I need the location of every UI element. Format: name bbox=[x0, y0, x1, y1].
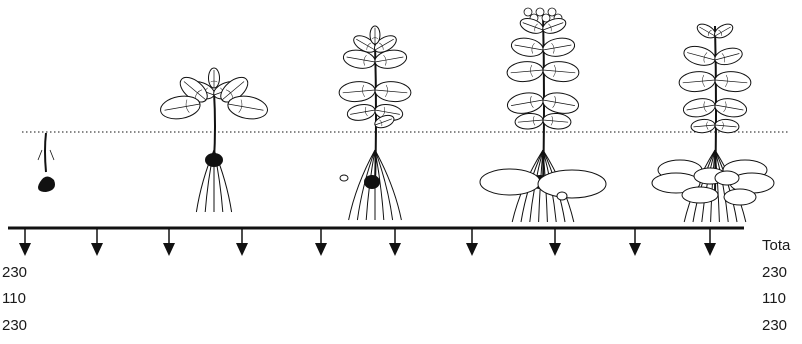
flower bbox=[536, 8, 544, 16]
timeline-arrow bbox=[466, 228, 478, 256]
leaf bbox=[713, 45, 744, 67]
seed-tuber bbox=[38, 176, 55, 192]
leaf bbox=[374, 80, 412, 103]
plant-stage-1 bbox=[38, 133, 55, 192]
leaf bbox=[346, 102, 376, 122]
tuber bbox=[480, 169, 540, 195]
timeline-arrow bbox=[163, 228, 175, 256]
leaf bbox=[514, 112, 543, 130]
timeline-arrow bbox=[389, 228, 401, 256]
leaf bbox=[541, 36, 576, 59]
tuber bbox=[682, 187, 718, 203]
leaf bbox=[541, 90, 580, 116]
leaf bbox=[506, 60, 544, 83]
leaf bbox=[370, 26, 380, 44]
leaf bbox=[518, 16, 545, 37]
leaf bbox=[714, 70, 752, 93]
timeline-arrow bbox=[19, 228, 31, 256]
leaf bbox=[510, 36, 545, 59]
leaf bbox=[682, 96, 717, 119]
timeline-arrow bbox=[549, 228, 561, 256]
mother-tuber bbox=[205, 153, 223, 167]
left-value-2: 110 bbox=[2, 290, 26, 308]
leaf bbox=[209, 68, 220, 88]
leaf bbox=[542, 60, 580, 83]
timeline-arrows bbox=[19, 228, 716, 256]
leaf bbox=[678, 70, 716, 93]
plant-stage-4 bbox=[480, 8, 606, 222]
right-value-2: 110 bbox=[762, 290, 786, 308]
flower bbox=[548, 8, 556, 16]
left-value-3: 230 bbox=[2, 317, 27, 335]
plant-stage-5 bbox=[652, 21, 774, 222]
sprout bbox=[45, 133, 46, 172]
plant-stage-2 bbox=[159, 68, 270, 212]
plant-stage-3 bbox=[338, 26, 411, 220]
tuber bbox=[724, 189, 756, 205]
mother-tuber bbox=[364, 175, 380, 189]
tuber bbox=[340, 175, 348, 181]
right-value-3: 230 bbox=[762, 317, 787, 335]
timeline-arrow bbox=[91, 228, 103, 256]
stem bbox=[214, 92, 215, 160]
leaf bbox=[506, 90, 545, 116]
tuber bbox=[715, 171, 739, 185]
timeline-arrow bbox=[236, 228, 248, 256]
leaf bbox=[542, 112, 571, 130]
total-header: Tota bbox=[762, 237, 790, 255]
leaf bbox=[713, 96, 748, 119]
leaf bbox=[714, 118, 739, 133]
leaf bbox=[682, 43, 717, 68]
tuber bbox=[557, 192, 567, 200]
leaf bbox=[338, 80, 376, 103]
flower bbox=[524, 8, 532, 16]
right-value-1: 230 bbox=[762, 264, 787, 282]
leaf bbox=[691, 118, 716, 133]
timeline-arrow bbox=[704, 228, 716, 256]
timeline-arrow bbox=[629, 228, 641, 256]
tuber bbox=[538, 170, 606, 198]
timeline-arrow bbox=[315, 228, 327, 256]
left-value-1: 230 bbox=[2, 264, 27, 282]
